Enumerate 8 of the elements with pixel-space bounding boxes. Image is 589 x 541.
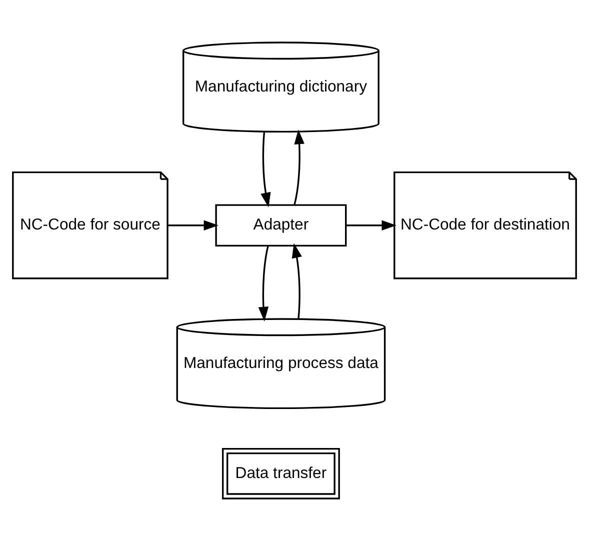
arrow bbox=[346, 220, 396, 230]
arrow bbox=[168, 220, 218, 230]
arrow bbox=[294, 129, 304, 206]
arrow bbox=[260, 132, 271, 208]
arrow bbox=[258, 245, 269, 322]
legend-label: Data transfer bbox=[235, 464, 327, 482]
arrow bbox=[292, 243, 302, 320]
node-box: Adapter bbox=[215, 204, 347, 247]
